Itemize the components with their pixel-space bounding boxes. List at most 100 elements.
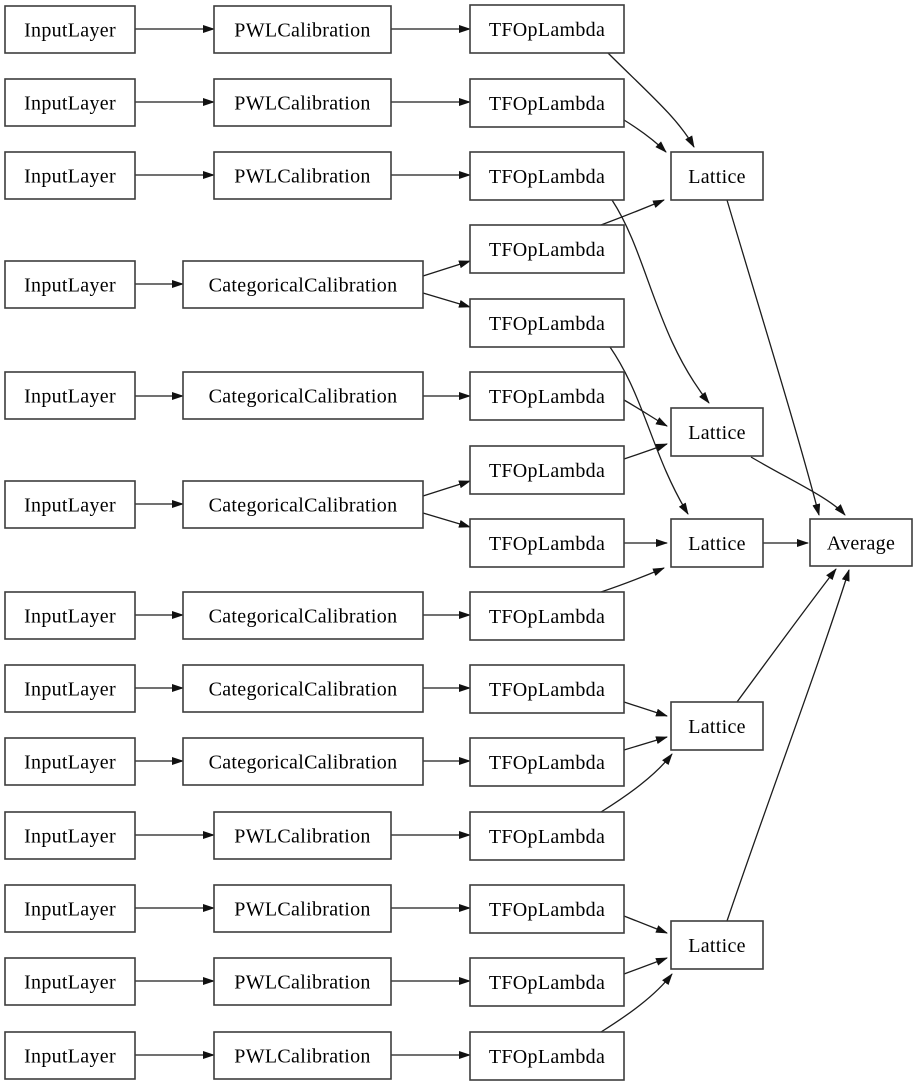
node-in9: InputLayer: [4, 737, 136, 786]
node-in12-box: [4, 957, 136, 1006]
node-t9: TFOpLambda: [469, 591, 625, 641]
node-pwl2: PWLCalibration: [213, 78, 392, 127]
node-l4-label: Lattice: [688, 716, 746, 738]
node-in5-box: [4, 371, 136, 420]
node-cat5: CategoricalCalibration: [182, 371, 424, 420]
node-cat4: CategoricalCalibration: [182, 260, 424, 309]
edge-l4-avg: [736, 568, 837, 703]
node-cat5-label: CategoricalCalibration: [209, 386, 398, 408]
node-pwl12: PWLCalibration: [213, 957, 392, 1006]
node-cat9: CategoricalCalibration: [182, 737, 424, 786]
node-pwl11: PWLCalibration: [213, 884, 392, 933]
node-t2-box: [469, 78, 625, 128]
node-l4-box: [670, 701, 764, 751]
node-t7-label: TFOpLambda: [489, 460, 605, 482]
node-in2-box: [4, 78, 136, 127]
edge-cat4-t4: [422, 260, 471, 277]
node-l5: Lattice: [670, 920, 764, 970]
node-in11-box: [4, 884, 136, 933]
node-in5: InputLayer: [4, 371, 136, 420]
edge-l1-avg: [726, 199, 821, 516]
node-t5: TFOpLambda: [469, 298, 625, 348]
node-l2-box: [670, 407, 764, 457]
node-in11-label: InputLayer: [24, 899, 116, 921]
node-cat5-box: [182, 371, 424, 420]
node-cat7-box: [182, 591, 424, 640]
node-t2-label: TFOpLambda: [489, 93, 605, 115]
node-cat6-box: [182, 480, 424, 529]
node-in12: InputLayer: [4, 957, 136, 1006]
node-in2-label: InputLayer: [24, 93, 116, 115]
node-in2: InputLayer: [4, 78, 136, 127]
node-t12-label: TFOpLambda: [489, 826, 605, 848]
node-pwl10-label: PWLCalibration: [234, 826, 370, 848]
node-t4-box: [469, 224, 625, 274]
node-cat8-label: CategoricalCalibration: [209, 679, 398, 701]
node-t4: TFOpLambda: [469, 224, 625, 274]
node-l4: Lattice: [670, 701, 764, 751]
node-avg-label: Average: [827, 533, 895, 555]
node-in4-label: InputLayer: [24, 275, 116, 297]
node-pwl12-label: PWLCalibration: [234, 972, 370, 994]
node-avg: Average: [809, 518, 913, 567]
edge-t14-l5: [623, 957, 668, 975]
node-in4: InputLayer: [4, 260, 136, 309]
node-in1-box: [4, 5, 136, 54]
node-in7-box: [4, 591, 136, 640]
node-l5-box: [670, 920, 764, 970]
node-t8: TFOpLambda: [469, 518, 625, 568]
node-t9-box: [469, 591, 625, 641]
edge-t7-l2: [623, 443, 668, 460]
node-l1-box: [670, 151, 764, 201]
node-t7: TFOpLambda: [469, 445, 625, 495]
node-t6-label: TFOpLambda: [489, 386, 605, 408]
node-in8-box: [4, 664, 136, 713]
node-in9-label: InputLayer: [24, 752, 116, 774]
edge-t13-l5: [623, 915, 668, 934]
node-in10-box: [4, 811, 136, 860]
node-l2: Lattice: [670, 407, 764, 457]
node-t6-box: [469, 371, 625, 421]
edge-l2-avg: [750, 456, 846, 516]
node-pwl13-label: PWLCalibration: [234, 1046, 370, 1068]
node-pwl10-box: [213, 811, 392, 860]
node-in8-label: InputLayer: [24, 679, 116, 701]
node-pwl11-label: PWLCalibration: [234, 899, 370, 921]
node-in7-label: InputLayer: [24, 606, 116, 628]
edge-t4-l1: [600, 199, 665, 226]
node-t11-label: TFOpLambda: [489, 752, 605, 774]
node-pwl1-label: PWLCalibration: [234, 20, 370, 42]
node-cat4-box: [182, 260, 424, 309]
node-in1-label: InputLayer: [24, 20, 116, 42]
node-t5-box: [469, 298, 625, 348]
node-pwl10: PWLCalibration: [213, 811, 392, 860]
node-l2-label: Lattice: [688, 422, 746, 444]
node-t1: TFOpLambda: [469, 4, 625, 54]
node-t3-label: TFOpLambda: [489, 166, 605, 188]
node-cat8: CategoricalCalibration: [182, 664, 424, 713]
edge-t1-l1: [607, 52, 695, 148]
edge-t9-l3: [600, 567, 665, 593]
node-in12-label: InputLayer: [24, 972, 116, 994]
node-in7: InputLayer: [4, 591, 136, 640]
edge-t15-l5: [600, 973, 673, 1033]
node-cat7: CategoricalCalibration: [182, 591, 424, 640]
node-t10-box: [469, 664, 625, 714]
node-pwl1: PWLCalibration: [213, 5, 392, 54]
node-avg-box: [809, 518, 913, 567]
node-in11: InputLayer: [4, 884, 136, 933]
edge-t2-l1: [623, 119, 667, 153]
node-cat9-label: CategoricalCalibration: [209, 752, 398, 774]
node-t2: TFOpLambda: [469, 78, 625, 128]
node-t9-label: TFOpLambda: [489, 606, 605, 628]
node-t14-label: TFOpLambda: [489, 972, 605, 994]
node-t1-box: [469, 4, 625, 54]
node-in6-box: [4, 480, 136, 529]
node-t12: TFOpLambda: [469, 811, 625, 861]
node-in13-label: InputLayer: [24, 1046, 116, 1068]
node-t3-box: [469, 151, 625, 201]
node-t13-label: TFOpLambda: [489, 899, 605, 921]
node-in10: InputLayer: [4, 811, 136, 860]
